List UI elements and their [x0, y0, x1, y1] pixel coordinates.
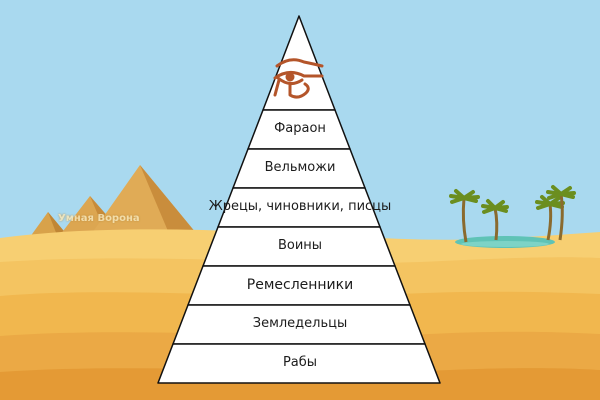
- pyramid-tier-7: [157, 343, 441, 384]
- level-label-nobles: Вельможи: [264, 160, 336, 175]
- social-pyramid: [157, 15, 441, 384]
- palm-tree: [449, 189, 480, 243]
- watermark: Умная Ворона: [58, 213, 140, 224]
- level-label-farmers: Земледельцы: [252, 316, 348, 331]
- level-label-priests: Жрецы, чиновники, писцы: [208, 199, 392, 214]
- oasis: [449, 185, 576, 248]
- eye-of-horus-icon: [273, 58, 324, 99]
- level-label-slaves: Рабы: [282, 355, 318, 370]
- level-label-artisans: Ремесленники: [246, 277, 354, 293]
- palm-tree: [535, 195, 565, 241]
- level-label-warriors: Воины: [277, 238, 323, 253]
- palm-tree: [546, 185, 576, 241]
- palm-tree: [481, 199, 509, 241]
- level-label-pharaoh: Фараон: [274, 121, 326, 136]
